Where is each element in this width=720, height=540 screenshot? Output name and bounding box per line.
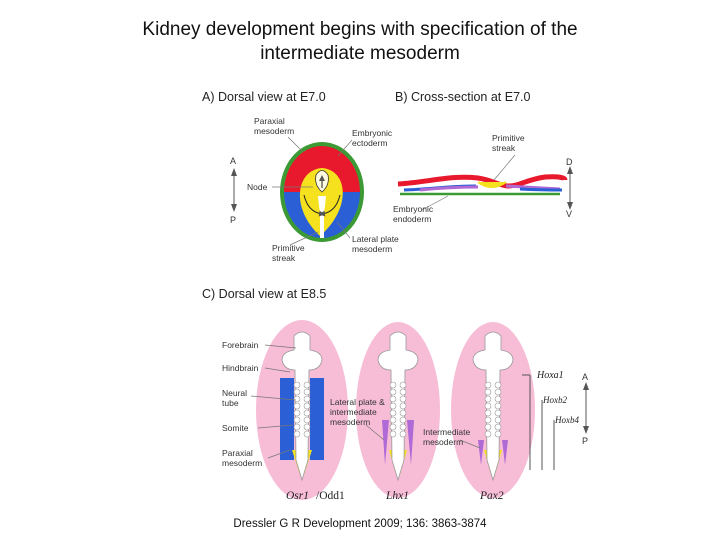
label-somite: Somite [222,423,249,433]
panel-b-axis [567,166,573,210]
label-embryonic-ectoderm: Embryonic ectoderm [352,128,393,148]
axis-c-label-a: A [582,372,589,382]
label-hoxb4: Hoxb4 [555,415,579,425]
label-node: Node [247,182,268,192]
panel-c-somites [293,381,502,438]
slide-title-line1: Kidney development begins with specifica… [142,19,578,40]
axis-b-label-v: V [566,209,573,219]
axis-a-label-a: A [230,156,237,166]
axis-a-label-p: P [230,215,237,225]
label-primitive-streak-a: Primitive streak [272,243,305,263]
axis-c-label-p: P [582,436,589,446]
panel-c-axis [583,382,589,434]
panel-c-leaders [250,344,481,459]
citation: Dressler G R Development 2009; 136: 3863… [233,518,487,530]
panel-b-cross-section [397,174,568,196]
axis-b-label-d: D [566,157,573,167]
gene-pax2: Pax2 [480,490,504,502]
label-lateral-plate-mesoderm: Lateral plate mesoderm [352,234,399,254]
panel-c-neural-tubes [281,331,514,482]
gene-lhx1: Lhx1 [386,490,409,502]
label-hindbrain: Hindbrain [222,363,259,373]
panel-b-title: B) Cross-section at E7.0 [395,90,531,104]
label-intermediate-mesoderm: Intermediate mesoderm [423,427,471,447]
label-paraxial-mesoderm-a: Paraxial mesoderm [254,116,295,136]
panel-a-axis [231,168,237,212]
label-hoxb2: Hoxb2 [543,395,567,405]
label-lateral-intermediate-mesoderm: Lateral plate & intermediate mesoderm [330,397,385,427]
hox-brackets [522,374,555,470]
label-primitive-streak-b: Primitive streak [492,133,525,153]
label-paraxial-mesoderm-c: Paraxial mesoderm [222,448,263,468]
panel-b-leaders [421,154,516,211]
panel-c-title: C) Dorsal view at E8.5 [202,287,327,301]
label-neural-tube: Neural tube [222,388,248,408]
label-embryonic-endoderm: Embryonic endoderm [393,204,434,224]
label-forebrain: Forebrain [222,340,259,350]
gene-odd1: /Odd1 [316,490,345,502]
slide-title-line2: intermediate mesoderm [260,43,460,64]
panel-a-leaders [272,136,353,246]
gene-osr1: Osr1 [286,490,310,502]
panel-a-title: A) Dorsal view at E7.0 [202,90,326,104]
panel-a-embryo [280,142,364,242]
label-hoxa1: Hoxa1 [537,370,564,381]
